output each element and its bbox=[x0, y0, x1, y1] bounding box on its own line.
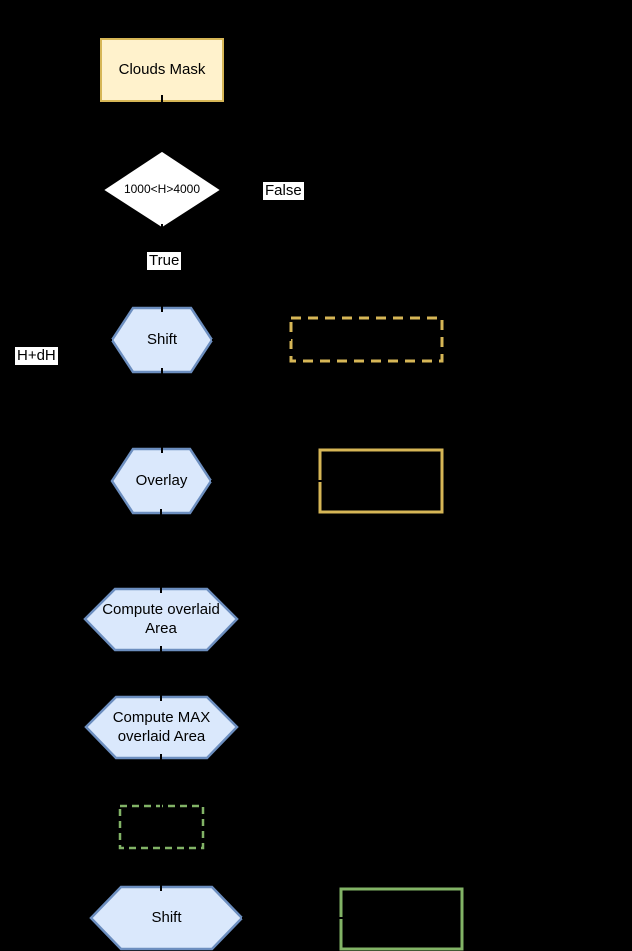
shift-1-label: Shift bbox=[146, 330, 177, 348]
h-plus-dh-edge-label: H+dH bbox=[15, 347, 58, 365]
compute-overlaid-area-hexagon bbox=[83, 587, 239, 652]
yellow-solid-box bbox=[318, 448, 444, 514]
overlay-hexagon bbox=[110, 447, 213, 515]
yellow-dashed-box bbox=[289, 316, 444, 363]
compute-max-overlaid-area-label: Compute MAX overlaid Area bbox=[112, 708, 211, 745]
false-edge-label: False bbox=[263, 182, 304, 200]
true-edge-label: True bbox=[147, 252, 182, 270]
clouds-mask-node bbox=[100, 38, 224, 102]
connector-feedback-loop bbox=[33, 339, 112, 700]
shift-2-hexagon bbox=[89, 885, 244, 951]
overlay-label: Overlay bbox=[135, 471, 188, 489]
green-solid-box bbox=[339, 887, 464, 951]
green-dashed-box bbox=[118, 804, 205, 850]
height-check-label: 1000<H>4000 bbox=[123, 182, 201, 196]
shift-2-label: Shift bbox=[151, 908, 182, 926]
clouds-mask-label: Clouds Mask bbox=[118, 60, 206, 78]
compute-overlaid-area-label: Compute overlaid Area bbox=[102, 600, 220, 637]
compute-max-overlaid-area-hexagon bbox=[84, 695, 239, 760]
